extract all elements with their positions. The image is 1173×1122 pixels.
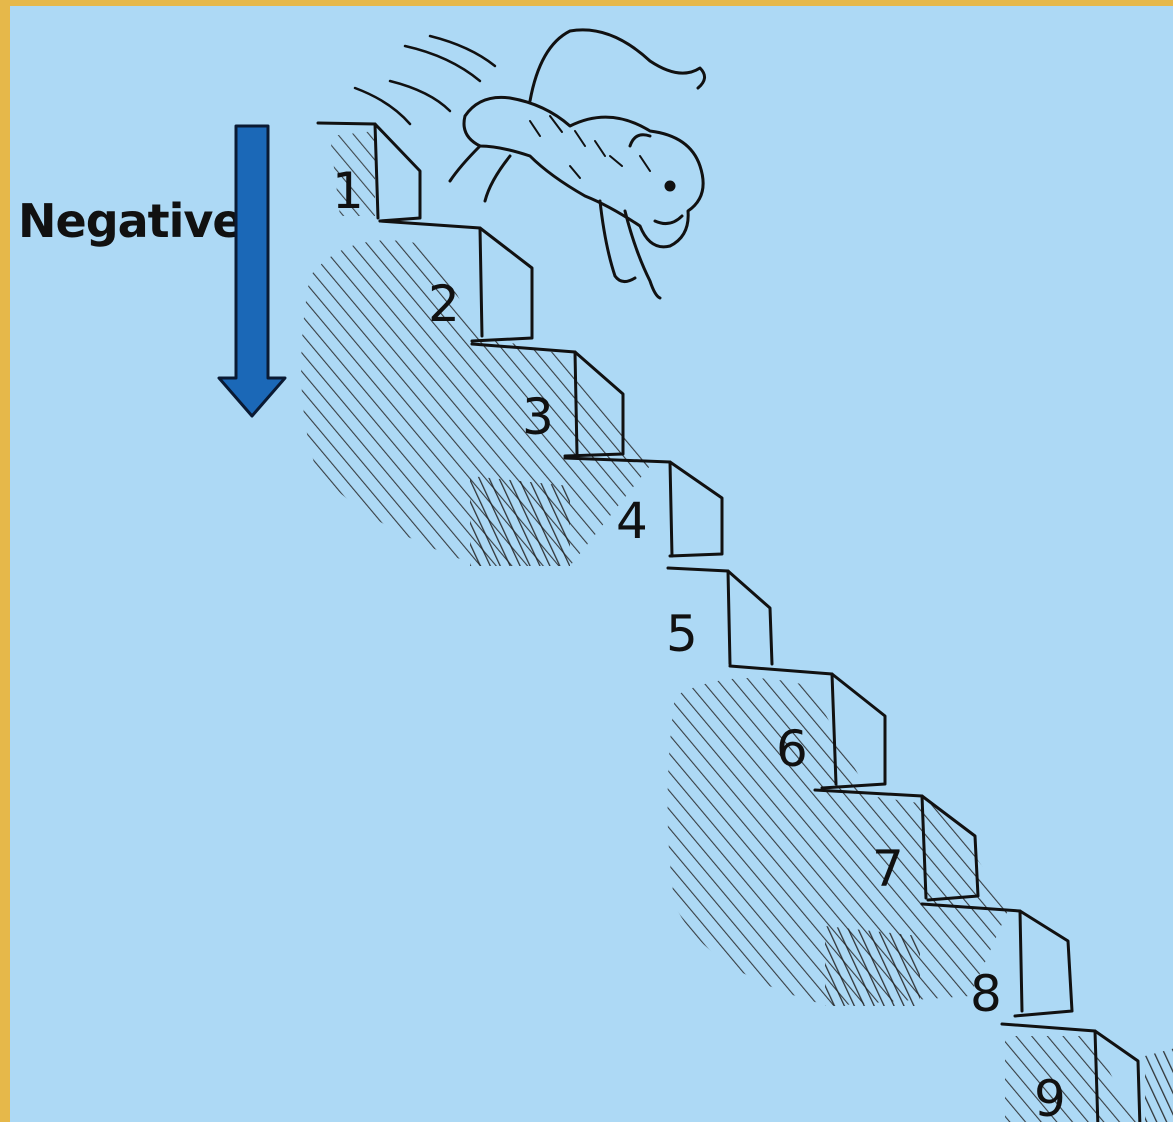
staircase-illustration: 1 2 3 4 5 6 7 8 9 [10,6,1173,1122]
step-number-4: 4 [616,492,648,550]
monkey-illustration [450,30,705,298]
step-number-6: 6 [776,720,808,778]
step-number-2: 2 [428,275,460,333]
step-number-8: 8 [970,965,1002,1023]
step-number-9: 9 [1034,1070,1066,1122]
step-number-1: 1 [332,162,364,220]
step-number-7: 7 [872,840,904,898]
step-number-5: 5 [666,605,698,663]
motion-lines [355,36,495,124]
step-number-3: 3 [522,388,554,446]
